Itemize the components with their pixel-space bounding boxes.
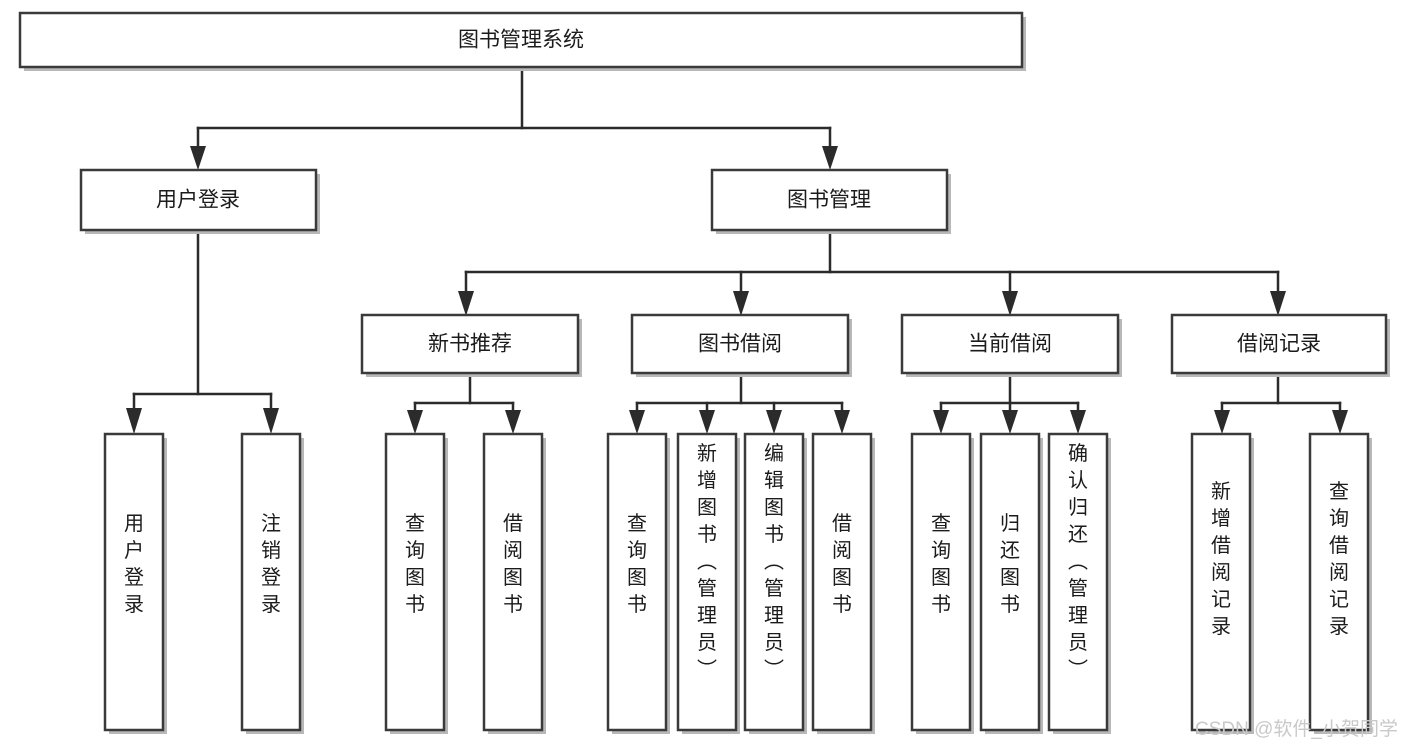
node-book-borrow-label: 图书借阅 (698, 333, 782, 356)
node-leaf-query-book-1[interactable]: 查询图书 (384, 432, 448, 734)
node-leaf-edit-book-label: 编辑图书︵管理员︶ (764, 442, 784, 681)
node-leaf-confirm-return-label: 确认归还︵管理员︶ (1068, 442, 1088, 681)
node-leaf-borrow-book-1[interactable]: 借阅图书 (482, 432, 546, 734)
node-root-label: 图书管理系统 (458, 29, 584, 52)
connector-currentborrow-to-leaves (933, 373, 1086, 434)
node-leaf-borrow-book-1-label: 借阅图书 (503, 512, 523, 616)
node-leaf-query-book-3-label: 查询图书 (931, 512, 951, 616)
node-leaf-edit-book[interactable]: 编辑图书︵管理员︶ (743, 432, 807, 734)
node-leaf-query-record-label: 查询借阅记录 (1329, 480, 1349, 638)
node-leaf-confirm-return[interactable]: 确认归还︵管理员︶ (1047, 432, 1111, 734)
node-leaf-query-book-1-label: 查询图书 (405, 512, 425, 616)
node-new-book-recommend-label: 新书推荐 (428, 333, 512, 356)
node-borrow-record-label: 借阅记录 (1237, 333, 1321, 356)
node-leaf-query-book-3[interactable]: 查询图书 (910, 432, 974, 734)
node-current-borrow-label: 当前借阅 (968, 333, 1052, 356)
connector-userlogin-to-leaves (126, 230, 279, 434)
connector-root-to-level2 (190, 65, 838, 170)
node-leaf-add-book-label: 新增图书︵管理员︶ (697, 442, 717, 681)
node-new-book-recommend[interactable]: 新书推荐 (360, 313, 582, 377)
watermark-text: CSDN @软件_小贺同学 (1195, 718, 1398, 740)
node-borrow-record[interactable]: 借阅记录 (1170, 313, 1390, 377)
node-leaf-return-book-label: 归还图书 (1000, 512, 1020, 616)
node-leaf-query-book-2-label: 查询图书 (627, 512, 647, 616)
node-current-borrow[interactable]: 当前借阅 (900, 313, 1122, 377)
node-leaf-user-logout-label: 注销登录 (261, 512, 281, 616)
connector-bookborrow-to-leaves (629, 373, 850, 434)
node-leaf-query-record[interactable]: 查询借阅记录 (1308, 432, 1372, 734)
connector-newbook-to-leaves (407, 373, 521, 434)
connector-bookmanage-to-level3 (458, 230, 1286, 316)
node-leaf-borrow-book-2-label: 借阅图书 (832, 512, 852, 616)
node-user-login-label: 用户登录 (156, 189, 240, 212)
node-leaf-return-book[interactable]: 归还图书 (979, 432, 1043, 734)
node-leaf-user-login[interactable]: 用户登录 (103, 432, 167, 734)
node-leaf-add-record[interactable]: 新增借阅记录 (1190, 432, 1254, 734)
node-user-login[interactable]: 用户登录 (79, 168, 320, 234)
node-root[interactable]: 图书管理系统 (18, 11, 1026, 71)
node-leaf-add-record-label: 新增借阅记录 (1211, 480, 1231, 638)
node-leaf-borrow-book-2[interactable]: 借阅图书 (811, 432, 875, 734)
node-book-manage[interactable]: 图书管理 (710, 168, 951, 234)
node-leaf-user-logout[interactable]: 注销登录 (240, 432, 304, 734)
node-leaf-user-login-label: 用户登录 (124, 513, 144, 616)
node-leaf-add-book[interactable]: 新增图书︵管理员︶ (676, 432, 740, 734)
connector-borrowrecord-to-leaves (1214, 373, 1348, 434)
node-book-borrow[interactable]: 图书借阅 (630, 313, 852, 377)
node-leaf-query-book-2[interactable]: 查询图书 (606, 432, 670, 734)
node-book-manage-label: 图书管理 (787, 189, 871, 212)
